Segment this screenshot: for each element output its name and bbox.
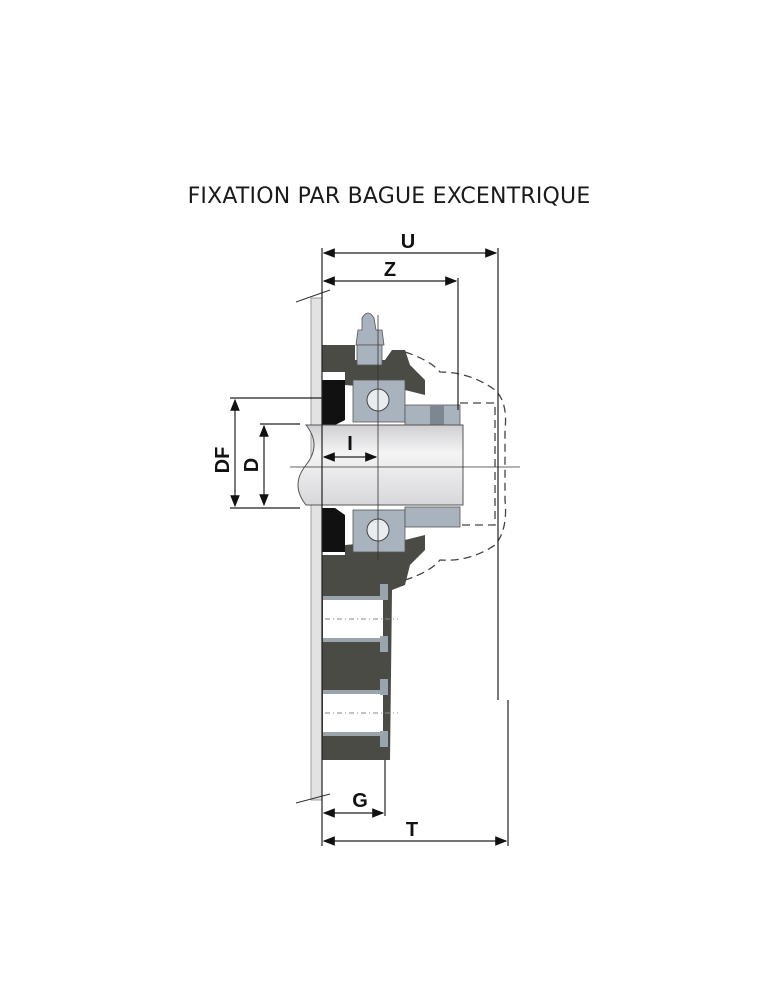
bolt-hole-upper [323,584,398,652]
dim-label-z: Z [384,259,396,281]
seal-bottom [322,508,345,552]
grease-nipple [355,312,385,366]
dim-label-df: DF [212,447,234,474]
shaft [297,424,464,506]
dim-label-i: I [347,433,353,455]
dim-label-g: G [352,790,368,812]
seal-top [322,380,345,425]
dimension-lines [230,248,509,846]
bearing [352,379,461,553]
dim-label-t: T [406,819,418,841]
bolt-hole-lower [323,679,398,747]
end-cover-dashed [404,351,507,581]
housing [322,345,425,760]
drawing-title: FIXATION PAR BAGUE EXCENTRIQUE [187,184,591,209]
dim-label-d: D [241,458,263,472]
dim-label-u: U [401,231,415,253]
